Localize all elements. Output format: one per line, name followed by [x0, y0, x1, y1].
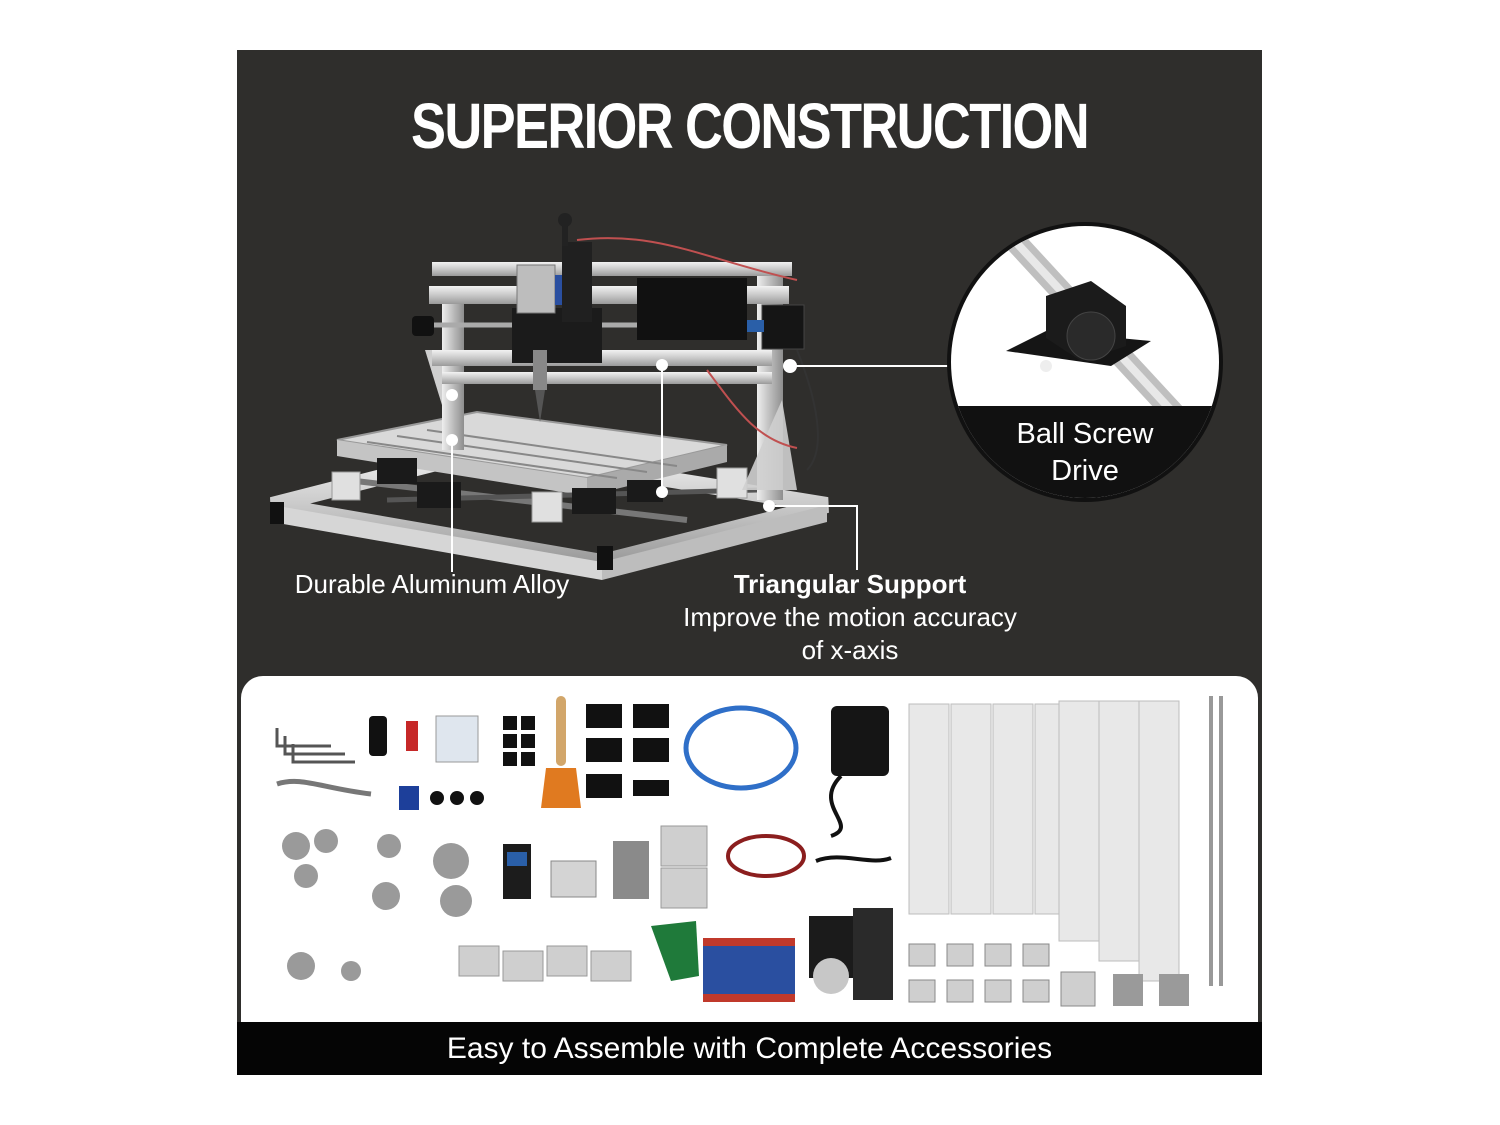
product-panel: SUPERIOR CONSTRUCTION — [237, 50, 1262, 1075]
accessories-panel — [241, 676, 1258, 1022]
triangular-support-desc-2: of x-axis — [801, 635, 899, 665]
cnc-machine-illustration — [270, 213, 949, 580]
accessories-illustration — [275, 696, 1223, 1007]
footer-text: Easy to Assemble with Complete Accessori… — [446, 1032, 1053, 1065]
callout-label-band — [951, 406, 1219, 498]
callout-line-1: Ball Screw — [1016, 418, 1154, 450]
footer-banner: Easy to Assemble with Complete Accessori… — [237, 1022, 1262, 1075]
ball-screw-label: Ball Screw Drive — [951, 416, 1219, 490]
triangular-support-desc-1: Improve the motion accuracy — [683, 602, 1017, 632]
ball-screw-callout: Ball Screw Drive — [947, 222, 1223, 502]
page-title: SUPERIOR CONSTRUCTION — [411, 90, 1090, 162]
callout-line-2: Drive — [1051, 455, 1119, 487]
triangular-support-label: Triangular Support Improve the motion ac… — [647, 568, 1053, 667]
aluminum-alloy-label: Durable Aluminum Alloy — [294, 569, 570, 599]
ball-screw-illustration — [992, 226, 1190, 426]
triangular-support-title: Triangular Support — [733, 569, 967, 599]
